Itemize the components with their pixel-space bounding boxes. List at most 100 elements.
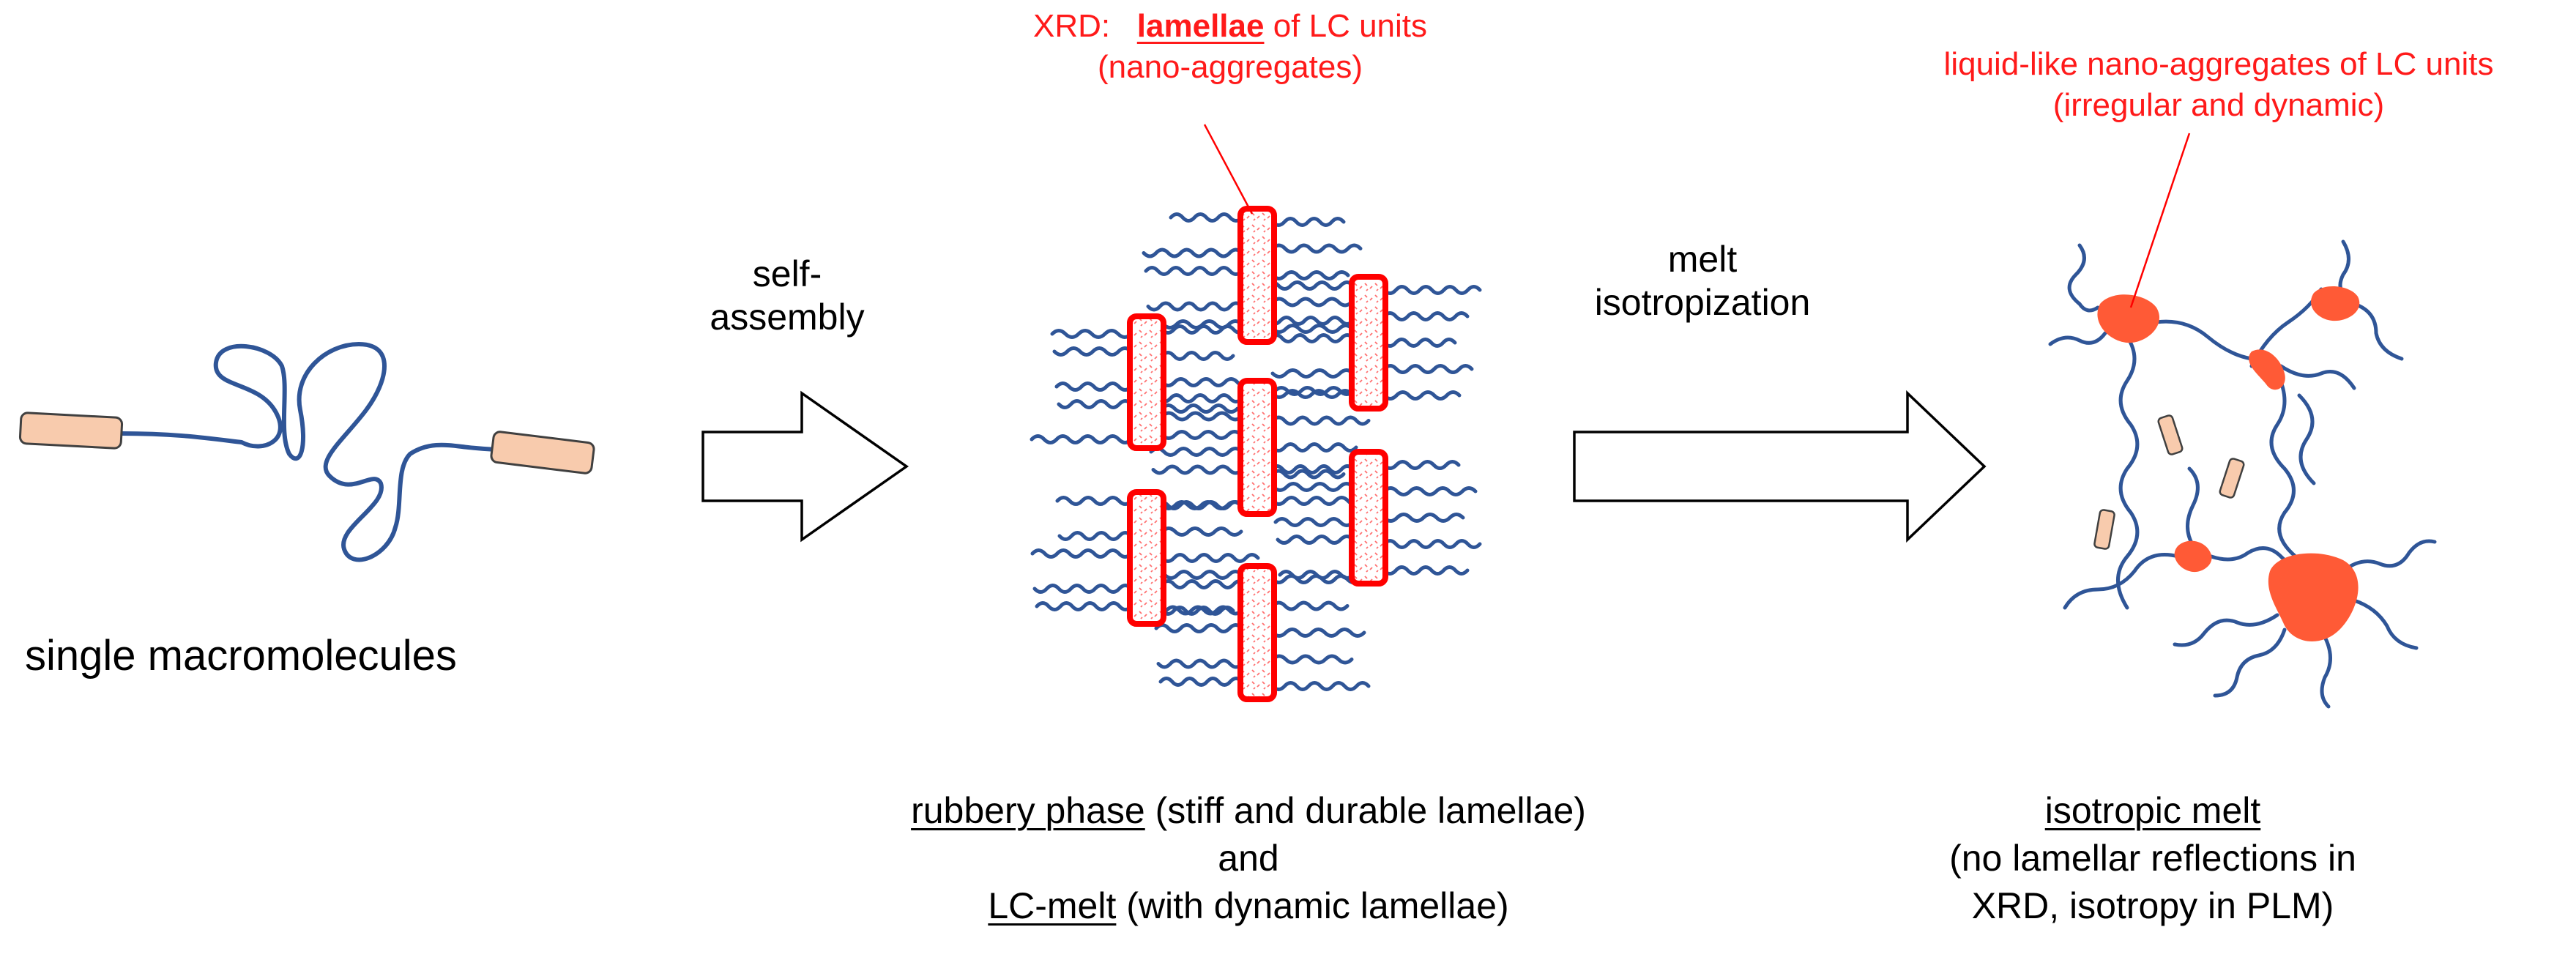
nano-aggregate-blob [2097,294,2160,343]
polymer-chain [1169,212,1244,223]
polymer-chain [1382,486,1478,496]
polymer-chain [1270,270,1350,280]
xrd-pointer-line [1203,124,1254,215]
self-assembly-label: self- assembly [685,253,890,339]
polymer-chain [1160,526,1243,537]
polymer-chain [1382,338,1457,348]
nano-aggregate-blob [2249,349,2285,390]
lc-unit-rod [18,412,124,450]
lc-melt-term: LC-melt [988,885,1117,926]
polymer-chain [1057,399,1133,409]
polymer-chain [1149,447,1244,457]
polymer-chain [2116,335,2140,610]
lc-unit-rod [2157,414,2184,455]
lamella-rectangle [1349,274,1388,412]
rubbery-phase-caption: rubbery phase (stiff and durable lamella… [827,787,1669,930]
polymer-chain [1270,574,1362,584]
lamella-rectangle [1349,449,1388,587]
lc-unit-rod [490,431,595,474]
polymer-chain [1156,658,1244,669]
polymer-chain [1266,316,1355,326]
polymer-chain [1270,368,1355,379]
polymer-chain [2063,553,2181,610]
polymer-chain [1160,324,1248,335]
polymer-chain [2213,628,2287,698]
isotropic-melt-line2: (no lamellar reflections in [1949,838,2356,879]
lamella-rectangle [1237,563,1277,702]
polymer-chain-coil [119,341,507,562]
polymer-chain [1160,579,1248,589]
polymer-chain [1270,415,1371,426]
polymer-chain [1268,333,1355,343]
polymer-chain [2352,598,2419,650]
lamellae [1127,206,1388,702]
and-line: and [1218,838,1279,879]
self-assembly-line2: assembly [710,297,865,338]
isotropic-melt-caption: isotropic melt (no lamellar reflections … [1896,787,2409,930]
polymer-chain [1270,442,1358,453]
polymer-chain [1264,280,1355,291]
polymer-chain [2048,331,2107,346]
polymer-chain [1054,381,1133,392]
polymer-chain [1160,377,1252,387]
polymer-chain [1154,623,1244,633]
polymer-chain [1382,364,1474,374]
polymer-chain [1273,517,1355,527]
lamella-rectangle [1237,378,1277,517]
liquid-aggregates-annotation: liquid-like nano-aggregates of LC units … [1875,45,2563,124]
polymer-chain [1055,496,1133,506]
rubbery-phase-desc: (stiff and durable lamellae) [1144,790,1586,831]
polymer-chain [1152,605,1244,616]
polymer-chain [1151,464,1244,475]
polymer-chain [1057,531,1133,541]
lc-melt-desc: (with dynamic lamellae) [1116,885,1509,926]
polymer-chain [1142,247,1244,258]
lc-melt-line: LC-melt (with dynamic lamellae) [827,882,1669,930]
liquid-aggregates-line2: (irregular and dynamic) [2052,86,2385,123]
rubbery-phase-line: rubbery phase (stiff and durable lamella… [827,787,1669,835]
polymer-chain [1382,285,1482,295]
polymer-chain [2320,635,2332,709]
nano-aggregate-blob [2268,553,2359,642]
polymer-chain [1269,464,1355,474]
polymer-chain [1270,654,1354,665]
melt-isotropization-line2: isotropization [1594,282,1811,323]
nano-aggregates [2097,286,2360,642]
polymer-chain [1382,460,1461,470]
isotropic-melt-line3: XRD, isotropy in PLM) [1971,885,2334,926]
melt-isotropization-label: melt isotropization [1582,238,1823,324]
polymer-chain [1382,390,1462,401]
polymer-chain [1160,403,1240,414]
isotropic-melt-term: isotropic melt [2044,790,2261,831]
polymer-chain [1270,469,1346,480]
polymer-chain [1050,329,1133,339]
polymer-chain [2186,466,2200,548]
xrd-lamellae-bold: lamellae [1136,8,1265,44]
polymer-chain [1270,243,1363,254]
single-macromolecule [18,341,595,562]
polymer-chain [1160,351,1235,361]
polymer-chain [1160,606,1235,616]
polymer-chain [1271,482,1355,492]
polymer-chain [2341,539,2437,573]
xrd-annotation: XRD: lamellae of LC units (nano-aggregat… [974,7,1486,86]
polymer-chain [1276,535,1355,545]
polymer-chain [1382,539,1482,549]
polymer-chain [1032,584,1133,594]
xrd-annotation-line2: (nano-aggregates) [1097,48,1363,85]
polymer-chain [1270,681,1371,691]
xrd-suffix: of LC units [1264,8,1428,44]
lamella-rectangle [1127,313,1166,451]
lamellar-chains [1030,212,1482,691]
polymer-chain [1160,553,1260,563]
polymer-chain [2352,302,2404,361]
single-macromolecules-label: single macromolecules [25,632,457,680]
polymer-chain [2279,364,2356,390]
nano-aggregate-blob [2311,286,2360,321]
rubbery-phase-term: rubbery phase [911,790,1145,831]
xrd-annotation-line1: XRD: lamellae of LC units [974,7,1486,45]
polymer-chain [1382,513,1465,523]
polymer-chain [1270,628,1366,638]
lc-unit-rod [2093,509,2115,550]
